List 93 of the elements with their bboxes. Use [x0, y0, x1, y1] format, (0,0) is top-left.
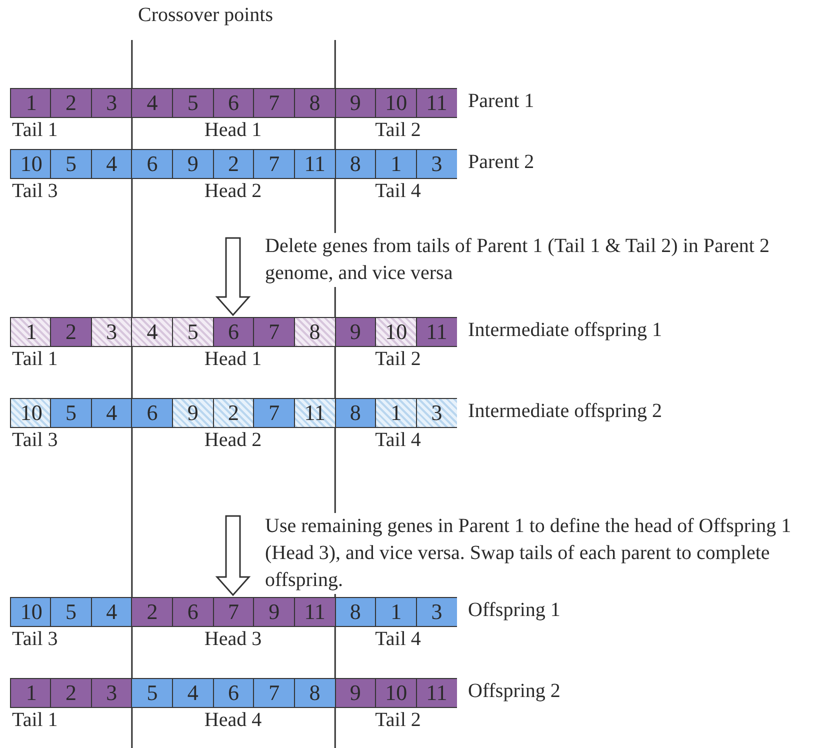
gene-cell: 11 [294, 598, 335, 626]
gene-cell: 3 [416, 598, 457, 626]
gene-cell: 4 [172, 679, 213, 707]
gene-cell: 5 [50, 598, 91, 626]
gene-cell: 6 [212, 679, 254, 707]
hatched-gene-cell: 10 [375, 318, 416, 346]
gene-cell: 2 [131, 598, 172, 626]
segment-label: Head 3 [204, 628, 262, 651]
gene-cell: 4 [90, 150, 132, 178]
heading: Crossover points [138, 4, 273, 27]
gene-cell: 9 [172, 150, 213, 178]
segment-label: Tail 3 [12, 628, 58, 651]
hatched-gene-cell: 3 [416, 399, 457, 427]
gene-cell: 6 [131, 399, 172, 427]
gene-cell: 3 [416, 150, 457, 178]
gene-cell: 5 [131, 679, 172, 707]
gene-cell: 11 [416, 679, 457, 707]
gene-cell: 8 [294, 679, 335, 707]
gene-cell: 4 [131, 89, 172, 117]
hatched-gene-cell: 2 [212, 399, 254, 427]
gene-cell: 9 [253, 598, 294, 626]
gene-cell: 2 [50, 89, 91, 117]
gene-cell: 5 [172, 89, 213, 117]
gene-cell: 3 [90, 679, 132, 707]
gene-cell: 3 [90, 89, 132, 117]
gene-cell: 8 [334, 150, 376, 178]
row-label: Offspring 2 [468, 680, 560, 703]
row-label: Offspring 1 [468, 599, 560, 622]
gene-cell: 7 [253, 150, 294, 178]
segment-label: Head 1 [204, 119, 262, 142]
hatched-gene-cell: 1 [375, 399, 416, 427]
gene-cell: 11 [416, 318, 457, 346]
segment-label: Tail 1 [12, 119, 58, 142]
segment-label: Head 4 [204, 709, 262, 732]
gene-cell: 4 [90, 399, 132, 427]
hatched-gene-cell: 11 [294, 399, 335, 427]
hatched-gene-cell: 3 [90, 318, 132, 346]
gene-cell: 7 [253, 399, 294, 427]
gene-cell: 4 [90, 598, 132, 626]
gene-cell: 2 [50, 679, 91, 707]
gene-cell: 1 [11, 679, 52, 707]
row-label: Intermediate offspring 2 [468, 400, 662, 423]
gene-cell: 7 [253, 89, 294, 117]
segment-label: Tail 1 [12, 709, 58, 732]
segment-label: Tail 2 [375, 709, 421, 732]
gene-cell: 10 [11, 150, 52, 178]
row-label: Intermediate offspring 1 [468, 319, 662, 342]
gene-cell: 7 [253, 318, 294, 346]
gene-cell: 2 [212, 150, 254, 178]
hatched-gene-cell: 4 [131, 318, 172, 346]
gene-cell: 7 [212, 598, 254, 626]
gene-cell: 1 [11, 89, 52, 117]
segment-label: Tail 2 [375, 119, 421, 142]
gene-cell: 10 [11, 598, 52, 626]
gene-cell: 2 [50, 318, 91, 346]
gene-cell: 9 [334, 89, 376, 117]
gene-cell: 6 [131, 150, 172, 178]
segment-label: Tail 1 [12, 348, 58, 371]
segment-label: Head 1 [204, 348, 262, 371]
hatched-gene-cell: 5 [172, 318, 213, 346]
gene-cell: 11 [416, 89, 457, 117]
row-label: Parent 1 [468, 90, 534, 113]
segment-label: Tail 4 [375, 180, 421, 203]
segment-label: Tail 3 [12, 180, 58, 203]
gene-cell: 8 [334, 399, 376, 427]
gene-cell: 5 [50, 150, 91, 178]
segment-label: Tail 4 [375, 429, 421, 452]
gene-cell: 9 [334, 318, 376, 346]
gene-cell: 6 [172, 598, 213, 626]
gene-cell: 9 [334, 679, 376, 707]
gene-cell: 6 [212, 89, 254, 117]
gene-cell: 1 [375, 598, 416, 626]
gene-cell: 7 [253, 679, 294, 707]
segment-label: Tail 4 [375, 628, 421, 651]
gene-cell: 8 [294, 89, 335, 117]
gene-cell: 10 [375, 679, 416, 707]
hatched-gene-cell: 9 [172, 399, 213, 427]
gene-cell: 10 [375, 89, 416, 117]
segment-label: Tail 3 [12, 429, 58, 452]
gene-cell: 11 [294, 150, 335, 178]
hatched-gene-cell: 10 [11, 399, 52, 427]
gene-cell: 5 [50, 399, 91, 427]
gene-cell: 6 [212, 318, 254, 346]
hollow-arrow [215, 237, 251, 316]
segment-label: Head 2 [204, 180, 262, 203]
hatched-gene-cell: 8 [294, 318, 335, 346]
segment-label: Tail 2 [375, 348, 421, 371]
gene-cell: 1 [375, 150, 416, 178]
gene-cell: 8 [334, 598, 376, 626]
segment-label: Head 2 [204, 429, 262, 452]
hollow-arrow [215, 515, 251, 596]
hatched-gene-cell: 1 [11, 318, 52, 346]
row-label: Parent 2 [468, 151, 534, 174]
